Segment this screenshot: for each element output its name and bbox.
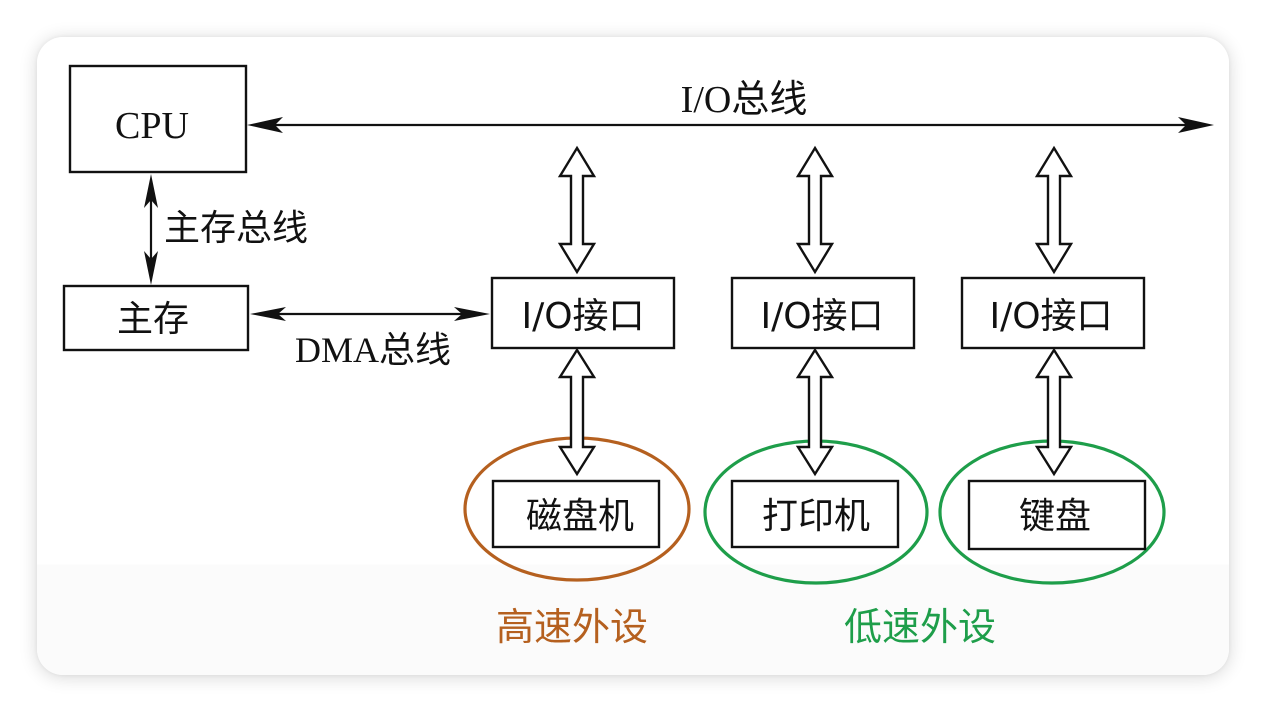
io-bus-left-arrowhead — [247, 117, 283, 133]
main-memory-label: 主存 — [117, 299, 189, 340]
io-interface-2-box — [730, 276, 916, 350]
hollow-arrow-interface-to-keyboard — [1034, 347, 1074, 477]
memory-bus-label: 主存总线 — [164, 208, 308, 249]
io-bus: I/O总线 — [247, 79, 1214, 133]
dma-bus-label: DMA总线 — [295, 330, 451, 370]
io-bus-right-arrowhead — [1178, 117, 1214, 133]
printer-box — [730, 479, 900, 549]
cpu-node: CPU — [68, 64, 248, 174]
dma-bus: DMA总线 — [250, 307, 490, 370]
dma-bus-right-arrowhead — [454, 307, 490, 321]
io-interface-3-label: I/O接口 — [989, 296, 1112, 337]
io-interface-1-box — [490, 276, 676, 350]
cpu-label: CPU — [115, 105, 189, 147]
disk-box — [491, 479, 661, 549]
low-speed-group-label: 低速外设 — [844, 605, 996, 649]
io-interface-3-box — [960, 276, 1146, 350]
hollow-arrow-bus-to-interface-2 — [795, 145, 835, 275]
dma-bus-left-arrowhead — [250, 307, 286, 321]
main-memory-box — [62, 284, 250, 352]
hollow-arrow-interface-to-printer — [795, 347, 835, 477]
main-memory-node: 主存 — [62, 284, 250, 352]
hollow-arrow-bus-to-interface-1 — [557, 145, 597, 275]
io-interface-2-label: I/O接口 — [760, 296, 883, 337]
hollow-arrow-interface-to-disk — [557, 347, 597, 477]
disk-label: 磁盘机 — [526, 496, 634, 537]
cpu-box — [68, 64, 248, 174]
memory-bus-up-arrowhead — [144, 174, 158, 208]
hollow-arrow-bus-to-interface-3 — [1034, 145, 1074, 275]
high-speed-group-label: 高速外设 — [496, 605, 648, 649]
memory-bus: 主存总线 — [144, 174, 308, 285]
io-interface-1-label: I/O接口 — [521, 296, 644, 337]
io-column-disk: I/O接口 磁盘机 — [463, 145, 691, 582]
io-column-printer: I/O接口 打印机 — [703, 145, 929, 585]
keyboard-label: 键盘 — [1019, 496, 1091, 537]
memory-bus-down-arrowhead — [144, 251, 158, 285]
keyboard-box — [967, 479, 1147, 551]
printer-label: 打印机 — [762, 496, 870, 537]
io-column-keyboard: I/O接口 键盘 — [938, 145, 1166, 585]
io-bus-label: I/O总线 — [681, 79, 808, 121]
